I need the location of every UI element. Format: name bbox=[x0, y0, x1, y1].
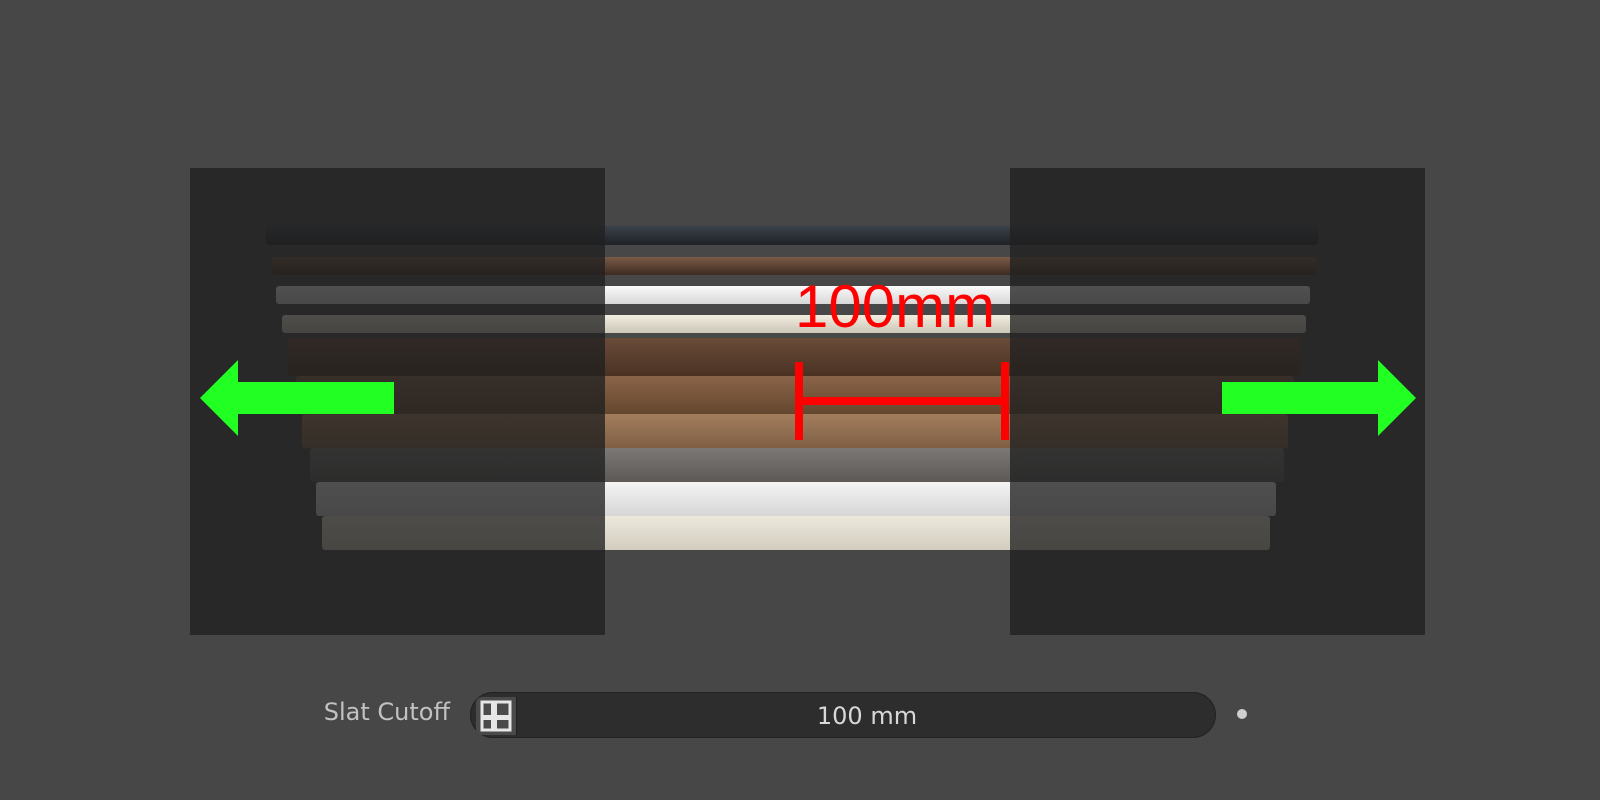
arrow-left-icon bbox=[200, 360, 394, 436]
arrow-right-icon bbox=[1222, 360, 1416, 436]
dimension-label: 100mm bbox=[795, 273, 996, 340]
keyframe-dot-icon[interactable] bbox=[1237, 709, 1247, 719]
slat-cutoff-property-row: Slat Cutoff 100 mm bbox=[0, 686, 1600, 738]
slat-cutoff-value: 100 mm bbox=[816, 702, 918, 730]
slat-cutoff-label: Slat Cutoff bbox=[323, 698, 450, 726]
slat-cutoff-preview: 100mm bbox=[190, 168, 1425, 635]
dimension-bracket-icon bbox=[795, 362, 1009, 440]
slat-cutoff-icon[interactable] bbox=[476, 697, 517, 735]
slat-cutoff-field[interactable]: 100 mm bbox=[470, 692, 1216, 738]
